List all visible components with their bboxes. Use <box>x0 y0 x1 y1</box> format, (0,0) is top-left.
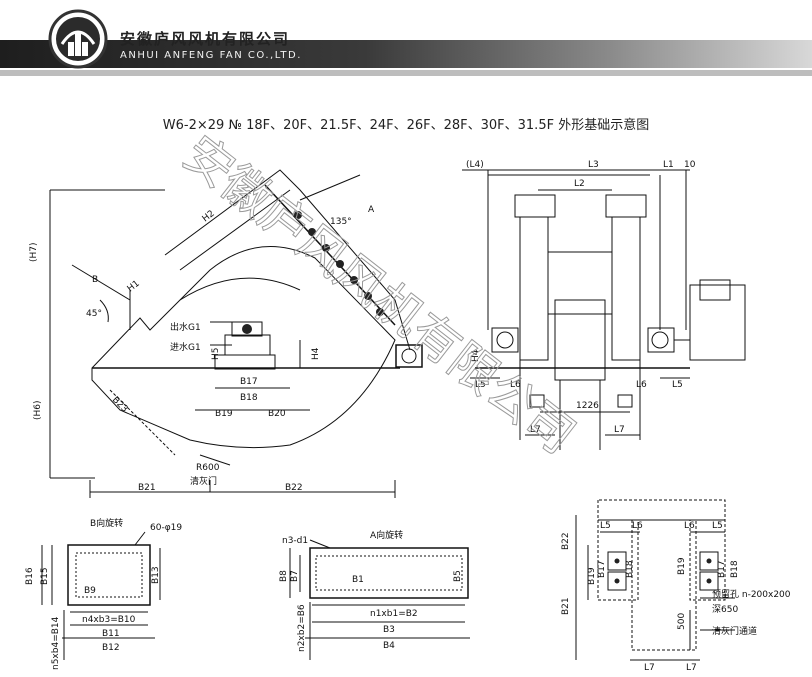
label-r600: R600 <box>196 463 220 473</box>
label-front-h4: H4 <box>471 349 481 362</box>
label-h7: (H7) <box>29 242 39 262</box>
label-plan-b17b: B17 <box>717 560 727 578</box>
label-n3: n3-d1 <box>282 536 308 546</box>
foundation-plan-view <box>575 499 735 661</box>
label-plan-b18b: B18 <box>730 560 740 578</box>
label-front-l5a: L5 <box>475 380 486 390</box>
label-plan-l6a: L6 <box>632 521 643 531</box>
label-front-l6b: L6 <box>636 380 647 390</box>
label-ash-channel: 清灰门通道 <box>712 625 757 637</box>
a-view-title: A向旋转 <box>370 529 403 541</box>
label-b4: B4 <box>383 641 395 651</box>
label-plan-b22: B22 <box>561 532 571 550</box>
label-b21: B21 <box>138 483 156 493</box>
label-outlet-g1: 出水G1 <box>170 321 201 333</box>
side-view <box>49 169 423 498</box>
label-holes: 60-φ19 <box>150 523 182 533</box>
label-plan-l6b: L6 <box>684 521 695 531</box>
label-plan-500: 500 <box>677 613 687 630</box>
label-h1: H1 <box>126 279 142 295</box>
label-h6: (H6) <box>33 400 43 420</box>
label-b9: B9 <box>84 586 96 596</box>
label-front-l6a: L6 <box>510 380 521 390</box>
company-name-en: ANHUI ANFENG FAN CO.,LTD. <box>120 50 302 61</box>
label-reserved-hole: 预留孔 n-200x200 <box>712 588 791 600</box>
label-b20: B20 <box>268 409 286 419</box>
label-b2: n1xb1=B2 <box>370 609 418 619</box>
label-b15: B15 <box>40 567 50 585</box>
label-b: B <box>92 275 98 285</box>
company-name-cn: 安徽庐风风机有限公司 <box>120 30 291 48</box>
label-depth: 深650 <box>712 604 738 615</box>
label-plan-b21: B21 <box>561 597 571 615</box>
label-h2: H2 <box>201 209 217 225</box>
label-b3: B3 <box>383 625 395 635</box>
label-front-l7b: L7 <box>614 425 625 435</box>
label-b16: B16 <box>25 567 35 585</box>
label-plan-l5b: L5 <box>712 521 723 531</box>
label-b8: B8 <box>279 570 289 582</box>
label-b23: B23 <box>110 395 130 415</box>
label-b7: B7 <box>290 570 300 582</box>
label-b1: B1 <box>352 575 364 585</box>
b-rotation-view <box>41 531 161 660</box>
label-10: 10 <box>684 160 696 170</box>
header-band <box>0 40 812 68</box>
label-angle-45: 45° <box>86 309 102 319</box>
header-underline <box>0 70 812 76</box>
label-l1: L1 <box>663 160 674 170</box>
label-b5: B5 <box>453 570 463 582</box>
label-plan-b19b: B19 <box>677 557 687 575</box>
label-inlet-g1: 进水G1 <box>170 341 201 353</box>
label-h4: H4 <box>311 347 321 360</box>
front-view <box>462 169 746 450</box>
label-plan-l5a: L5 <box>600 521 611 531</box>
label-b13: B13 <box>151 566 161 584</box>
label-l3: L3 <box>588 160 599 170</box>
label-h5: H5 <box>211 348 221 361</box>
label-plan-b18: B18 <box>625 560 635 578</box>
label-a: A <box>368 205 375 215</box>
label-1226: 1226 <box>576 401 599 411</box>
label-front-l5b: L5 <box>672 380 683 390</box>
label-angle-135: 135° <box>330 217 352 227</box>
label-b19: B19 <box>215 409 233 419</box>
b-view-title: B向旋转 <box>90 517 123 529</box>
label-plan-b19: B19 <box>587 567 597 585</box>
label-b18: B18 <box>240 393 258 403</box>
drawing-title: W6-2×29 № 18F、20F、21.5F、24F、26F、28F、30F、… <box>162 118 650 133</box>
label-ash-door: 清灰门 <box>190 475 217 487</box>
label-plan-b17: B17 <box>597 560 607 578</box>
label-b14: n5xb4=B14 <box>51 616 61 670</box>
label-plan-l7a: L7 <box>644 663 655 673</box>
company-logo <box>48 8 108 70</box>
watermark: 安徽庐风风机有限公司 <box>173 125 586 465</box>
label-n4: n4xb3=B10 <box>82 615 136 625</box>
label-l4: (L4) <box>466 160 484 170</box>
label-l2: L2 <box>574 179 585 189</box>
label-b12: B12 <box>102 643 120 653</box>
header: 安徽庐风风机有限公司 ANHUI ANFENG FAN CO.,LTD. <box>0 0 812 80</box>
label-front-l7a: L7 <box>530 425 541 435</box>
label-b11: B11 <box>102 629 120 639</box>
a-rotation-view <box>289 539 470 660</box>
label-b6: n2xb2=B6 <box>297 604 307 652</box>
label-plan-l7b: L7 <box>686 663 697 673</box>
label-b17: B17 <box>240 377 258 387</box>
label-b22: B22 <box>285 483 303 493</box>
